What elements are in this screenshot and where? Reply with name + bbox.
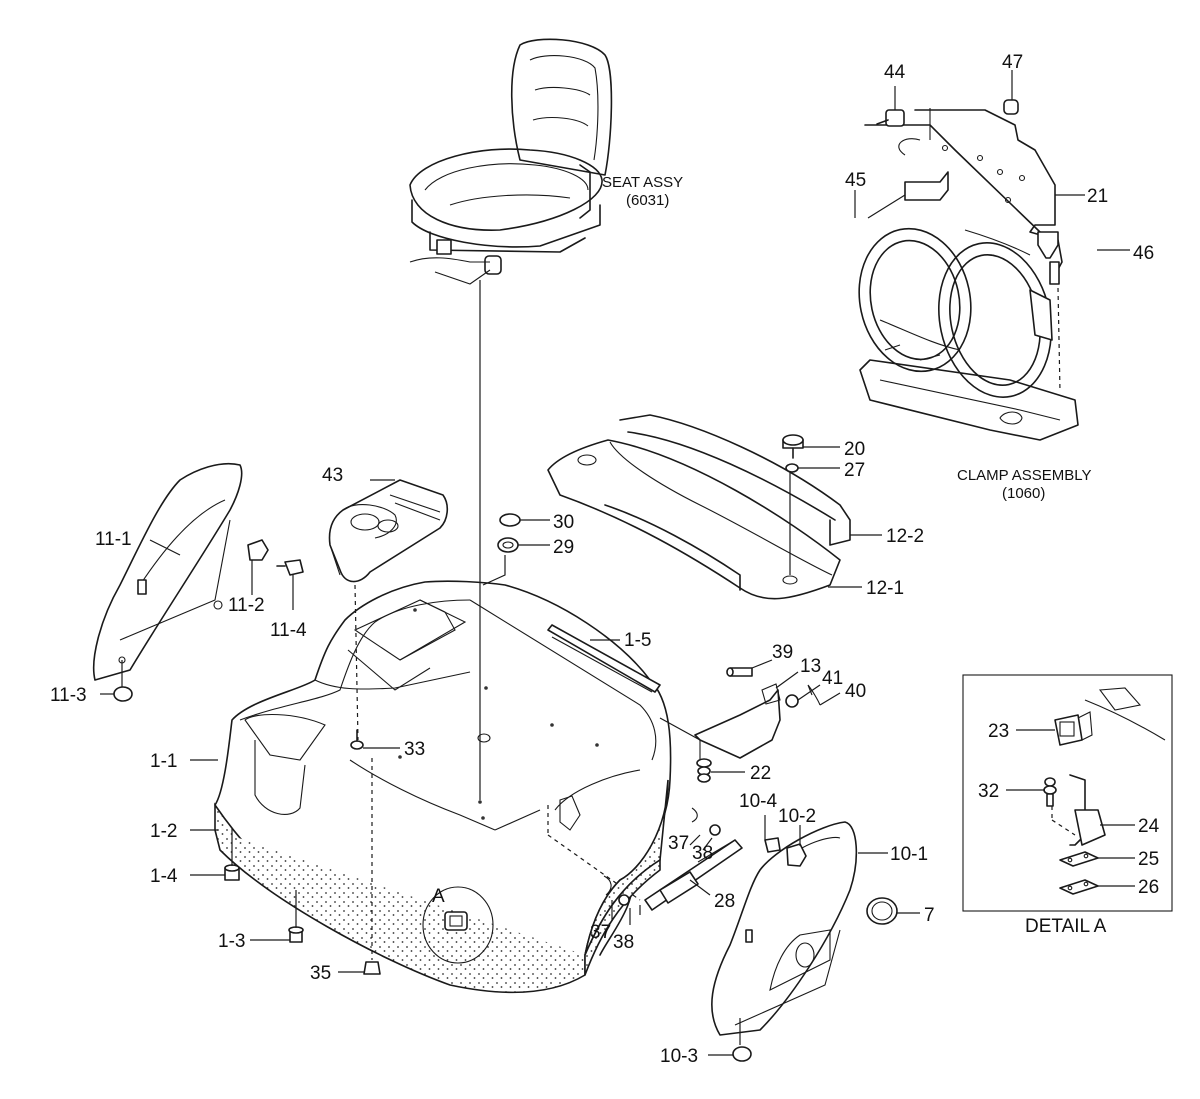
callout-43: 43 xyxy=(322,465,343,486)
callout-47: 47 xyxy=(1002,52,1023,73)
callout-12-1: 12-1 xyxy=(866,578,904,599)
detail-a-marker xyxy=(422,886,494,964)
seat-assy-title: SEAT ASSY xyxy=(602,174,683,191)
clamp-assembly-code: (1060) xyxy=(1002,485,1045,502)
mat-pins-1-3-1-4 xyxy=(224,828,304,943)
callout-29: 29 xyxy=(553,537,574,558)
side-cover-10 xyxy=(711,821,898,1062)
callout-27: 27 xyxy=(844,460,865,481)
callout-10-3: 10-3 xyxy=(660,1046,698,1067)
cup-holder-43 xyxy=(328,479,449,741)
callout-30: 30 xyxy=(553,512,574,533)
callout-21: 21 xyxy=(1087,186,1108,207)
callout-1-3: 1-3 xyxy=(218,931,245,952)
callout-23: 23 xyxy=(988,721,1009,742)
callout-44: 44 xyxy=(884,62,906,83)
trim-strip-1-5 xyxy=(547,624,661,693)
callout-12-2: 12-2 xyxy=(886,526,924,547)
clamp-assembly-title: CLAMP ASSEMBLY xyxy=(957,467,1092,484)
seat-assembly xyxy=(409,38,613,800)
callout-1-5: 1-5 xyxy=(624,630,651,651)
callout-labels: 44 47 45 21 46 20 27 30 29 43 12-2 12-1 … xyxy=(50,52,1160,1067)
callout-1-1: 1-1 xyxy=(150,751,177,772)
callout-20: 20 xyxy=(844,439,865,460)
callout-13: 13 xyxy=(800,656,821,677)
callout-11-1: 11-1 xyxy=(95,529,132,550)
callout-11-4: 11-4 xyxy=(270,620,307,641)
callout-28: 28 xyxy=(714,891,735,912)
callout-25: 25 xyxy=(1138,849,1159,870)
detail-a-title: DETAIL A xyxy=(1025,916,1107,937)
clamp-assembly xyxy=(858,99,1079,441)
callout-11-3: 11-3 xyxy=(50,685,87,706)
callout-37-lower: 37 xyxy=(590,922,611,943)
callout-1-4: 1-4 xyxy=(150,866,178,887)
detail-a-marker-label: A xyxy=(432,886,445,907)
callout-1-2: 1-2 xyxy=(150,821,177,842)
callout-37-upper: 37 xyxy=(668,833,689,854)
rear-cover-12 xyxy=(547,414,851,600)
callout-10-1: 10-1 xyxy=(890,844,928,865)
callout-33: 33 xyxy=(404,739,425,760)
seat-assy-code: (6031) xyxy=(626,192,669,209)
leader-lines xyxy=(100,70,1135,1056)
callout-10-4: 10-4 xyxy=(739,791,777,812)
callout-40: 40 xyxy=(845,681,866,702)
callout-32: 32 xyxy=(978,781,999,802)
gas-strut-28 xyxy=(603,807,743,915)
callout-11-2: 11-2 xyxy=(228,595,265,616)
callout-22: 22 xyxy=(750,763,771,784)
callout-46: 46 xyxy=(1133,243,1154,264)
hinge-bracket-13 xyxy=(659,667,821,783)
grommet-29-30 xyxy=(482,513,521,586)
callout-24: 24 xyxy=(1138,816,1160,837)
callout-41: 41 xyxy=(822,668,843,689)
floor-mat-body-1 xyxy=(214,580,672,980)
callout-26: 26 xyxy=(1138,877,1159,898)
callout-38-lower: 38 xyxy=(613,932,634,953)
callout-10-2: 10-2 xyxy=(778,806,816,827)
callout-38-upper: 38 xyxy=(692,843,713,864)
callout-45: 45 xyxy=(845,170,866,191)
callout-7: 7 xyxy=(924,905,935,926)
callout-35: 35 xyxy=(310,963,331,984)
callout-39: 39 xyxy=(772,642,793,663)
bolt-33 xyxy=(350,729,381,975)
side-cover-11 xyxy=(92,462,304,702)
